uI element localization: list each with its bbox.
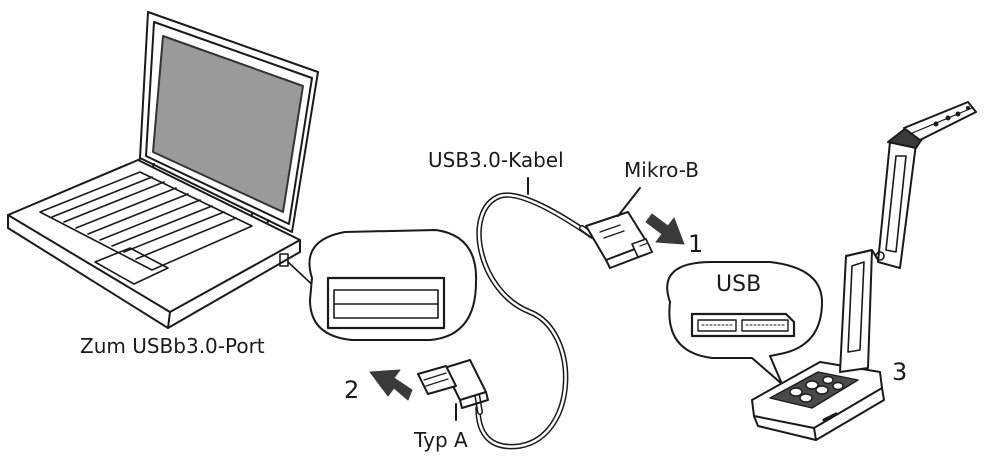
laptop-lid-inner: [145, 21, 313, 225]
camera-lower-arm: [839, 249, 873, 373]
cable-label: USB3.0-Kabel: [428, 148, 564, 172]
micro-b-zoom-bubble: [666, 261, 823, 385]
cable-line: [475, 192, 595, 450]
usb-cable: [473, 192, 599, 450]
laptop-screen: [152, 35, 304, 213]
micro-b-plug-logo: [599, 224, 621, 233]
camera-control-panel: [769, 371, 859, 409]
step-3-number: 3: [892, 358, 908, 386]
laptop: [7, 11, 319, 329]
type-a-plug: [417, 359, 489, 409]
laptop-usb-port: [279, 253, 289, 267]
port-label: Zum USBb3.0-Port: [80, 334, 265, 358]
step-1-number: 1: [688, 230, 704, 258]
cable-line-inner: [476, 193, 594, 448]
type-a-label: Typ A: [414, 428, 468, 452]
usb-label: USB: [716, 272, 762, 297]
micro-b-label-leader: [617, 187, 641, 217]
laptop-base-edge: [167, 311, 171, 329]
laptop-keyboard: [39, 171, 253, 271]
document-camera: [751, 101, 977, 441]
arrow-step-2: [369, 369, 413, 401]
arrow-step-1: [645, 213, 685, 245]
laptop-trackpad: [94, 247, 169, 285]
micro-b-plug: [585, 211, 653, 269]
micro-b-socket: [690, 312, 796, 338]
micro-b-zoom-outline: [666, 261, 823, 385]
port-zoom-outline: [308, 229, 478, 341]
step-2-number: 2: [344, 376, 360, 404]
usb-a-socket: [326, 276, 446, 330]
port-zoom-bubble: [308, 229, 478, 341]
micro-b-label: Mikro-B: [624, 158, 700, 182]
